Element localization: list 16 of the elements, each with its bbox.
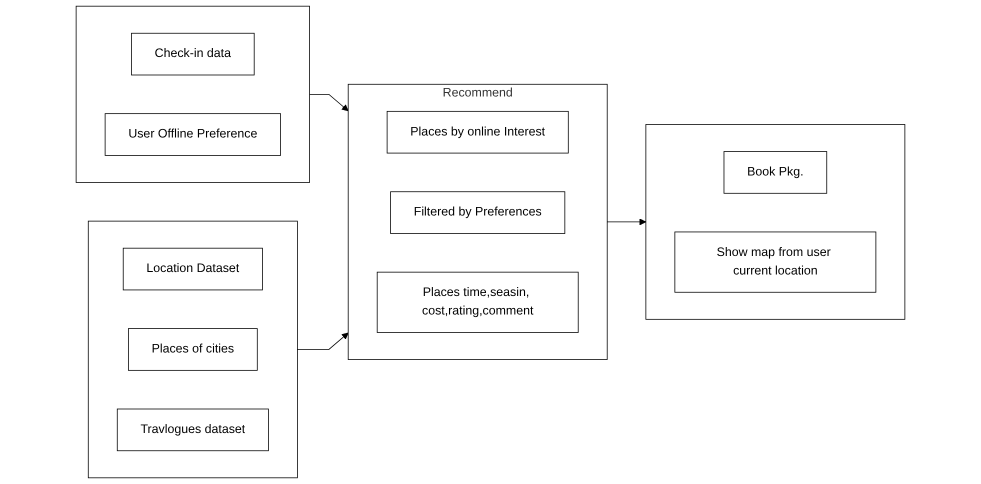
cluster <box>645 124 906 320</box>
arrow <box>297 332 348 350</box>
node-box: Filtered by Preferences <box>390 191 566 234</box>
node-box: User Offline Preference <box>104 113 281 156</box>
node-box: Location Dataset <box>122 248 263 290</box>
node-box: Places by online Interest <box>386 110 569 154</box>
node-box: Check-in data <box>131 32 255 76</box>
cluster <box>76 6 310 183</box>
node-box: Places of cities <box>128 328 258 371</box>
cluster <box>88 220 298 478</box>
node-box: Book Pkg. <box>724 151 828 194</box>
node-box: Places time,seasin, cost,rating,comment <box>376 272 579 333</box>
node-box: Show map from user current location <box>674 232 876 293</box>
arrow <box>606 218 646 226</box>
node-box: Travlogues dataset <box>116 408 269 452</box>
arrow <box>309 94 348 112</box>
